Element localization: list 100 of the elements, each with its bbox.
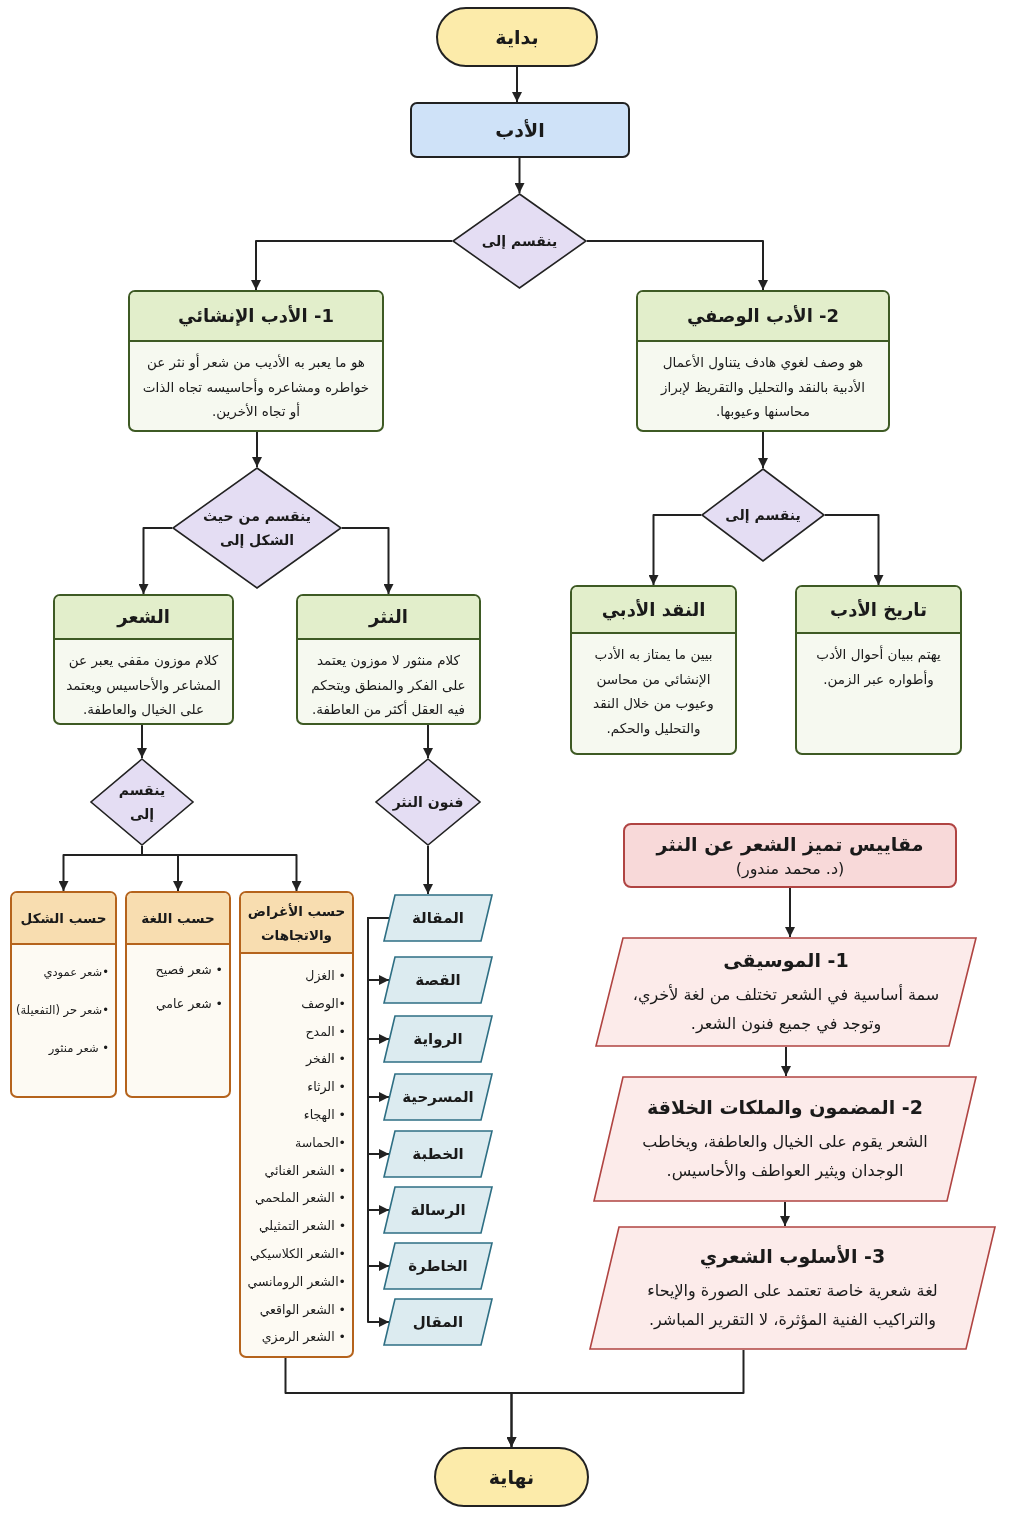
parallelogram-box [383, 1015, 493, 1063]
box-label: الخطبة [412, 1145, 464, 1163]
parallelogram-box [383, 1186, 493, 1234]
arrow [341, 527, 394, 595]
box-label: القصة [415, 971, 461, 989]
definition-card [570, 585, 737, 755]
decision-diamond [701, 468, 825, 562]
box-label: المقال [412, 1313, 464, 1331]
card-heading: تاريخ الأدب [797, 587, 960, 634]
box-label: الرسالة [410, 1201, 466, 1219]
card-heading: 2- الأدب الوصفي [638, 292, 888, 342]
card-text: بيين ما يمتاز به الأدب الإنشائي من محاسن وعيوب من خلال النقد والتحليل والحكم. [592, 645, 715, 739]
box-text: سمة أساسية في الشعر تختلف من لغة لأخري، وتوجد في جميع فنون الشعر. [631, 983, 941, 1036]
decision-diamond [172, 467, 342, 589]
category-heading: حسب الأغراض والاتجاهات [241, 893, 352, 954]
definition-card [636, 290, 890, 432]
list-item: •الحماسة [294, 1133, 346, 1152]
card-heading: النثر [298, 596, 479, 640]
parallelogram-box [383, 894, 493, 942]
definition-card [128, 290, 384, 432]
parallelogram-box [593, 1076, 977, 1202]
box-label: المسرحية [402, 1088, 474, 1106]
list-item: • الهجاء [302, 1106, 346, 1124]
arrow [514, 157, 525, 194]
card-text: كلام موزون مقفي يعبر عن المشاعر والأحاسيس ويعتمد على الخيال والعاطفة. [65, 651, 222, 720]
arrow [781, 1046, 791, 1077]
definition-card [53, 594, 234, 725]
box-text: لغة شعرية خاصة تعتمد على الصورة والإيحاء والتراكيب الفنية المؤثرة، لا التقرير المباشر. [646, 1280, 939, 1332]
box-label: الخاطرة [408, 1257, 468, 1275]
card-text: هو ما يعبر به الأديب من شعر أو نثر عن خواطره ومشاعره وأحاسيسه تجاه الذات أو تجاه الأخرين. [141, 352, 371, 422]
category-card [10, 891, 117, 1098]
box-heading: 1- الموسيقى [723, 948, 849, 974]
arrow [785, 887, 795, 938]
process-box: الأدب [410, 102, 630, 158]
arrow [506, 1349, 745, 1448]
diamond-label: ينقسم إلى [117, 781, 167, 824]
definition-card [296, 594, 481, 725]
decision-diamond [375, 758, 481, 846]
list-item: • الشعر الواقعي [258, 1300, 346, 1320]
arrow [252, 431, 262, 468]
arrow [138, 527, 173, 595]
diamond-label: فنون النثر [391, 793, 465, 813]
box-text: الشعر يقوم على الخيال والعاطفة، ويخاطب الوجدان ويثير العواطف والأحاسيس. [641, 1131, 929, 1183]
decision-diamond [452, 193, 587, 289]
box-label: المقالة [412, 909, 464, 927]
card-heading: 1- الأدب الإنشائي [130, 292, 382, 342]
parallelogram-box [383, 956, 493, 1004]
parallelogram-box [589, 1226, 996, 1350]
box-heading: 3- الأسلوب الشعري [699, 1244, 886, 1270]
list-item: •الشعر الرومانسي [246, 1272, 346, 1292]
list-item: •شعر حر (التفعيلة) [14, 1002, 109, 1019]
list-item: • الشعر الغنائي [263, 1161, 346, 1180]
arrow [758, 431, 768, 469]
arrow [586, 240, 768, 291]
card-heading: النقد الأدبي [572, 587, 735, 634]
card-text: كلام منثور لا موزون يعتمد على الفكر والمنطق ويتحكم فيه العقل أكثر من العاطفة. [310, 651, 467, 720]
diamond-label: ينقسم من حيث الشكل إلى [202, 507, 312, 550]
decision-diamond [90, 758, 194, 846]
parallelogram-box [383, 1242, 493, 1290]
category-heading: حسب اللغة [127, 893, 229, 945]
category-heading: حسب الشكل [12, 893, 115, 945]
list-item: • الرثاء [306, 1078, 346, 1097]
diamond-label: ينقسم إلى [724, 506, 802, 525]
list-item: • شعر منثور [47, 1040, 109, 1057]
arrow [58, 845, 143, 892]
card-heading: الشعر [55, 596, 232, 640]
list-item: • الغزل [304, 967, 346, 986]
card-text: هو وصف لغوي هادف يتناول الأعمال الأدبية بالنقد والتحليل والتقريظ لإبراز محاسنها وعيوبها. [659, 353, 867, 422]
diamond-label: ينقسم إلى [480, 232, 559, 251]
parallelogram-box [383, 1073, 493, 1121]
list-item: • شعر عامي [154, 995, 223, 1013]
list-item: •الوصف [300, 994, 346, 1014]
arrow [648, 514, 702, 586]
definition-card [795, 585, 962, 755]
parallelogram-box [595, 937, 977, 1047]
box-label: الرواية [413, 1030, 463, 1048]
title-box [623, 823, 957, 888]
arrow [423, 724, 433, 759]
box-heading: مقاييس تميز الشعر عن النثر [656, 831, 924, 857]
list-item: • الفخر [304, 1050, 346, 1069]
parallelogram-box [383, 1298, 493, 1346]
list-item: • الشعر التمثيلي [257, 1217, 346, 1236]
list-item: • الشعر الملحمي [253, 1189, 346, 1208]
card-text: يهتم ببيان أحوال الأدب وأطواره عبر الزمن. [815, 644, 942, 690]
parallelogram-box [383, 1130, 493, 1178]
arrow [423, 845, 433, 895]
arrow [137, 724, 147, 759]
arrow [251, 240, 453, 291]
arrow [780, 1201, 790, 1227]
arrow [512, 66, 522, 103]
list-item: •شعر عمودي [42, 964, 109, 981]
list-item: • الشعر الرمزي [260, 1328, 346, 1347]
box-heading: 2- المضمون والملكات الخلاقة [647, 1095, 923, 1121]
category-card [239, 891, 354, 1358]
category-card [125, 891, 231, 1098]
list-item: • شعر فصيح [154, 961, 223, 979]
arrow [824, 514, 884, 586]
author-note: (د. محمد مندور) [735, 857, 845, 881]
list-item: • المدح [304, 1022, 346, 1041]
list-item: •الشعر الكلاسيكي [249, 1244, 346, 1263]
